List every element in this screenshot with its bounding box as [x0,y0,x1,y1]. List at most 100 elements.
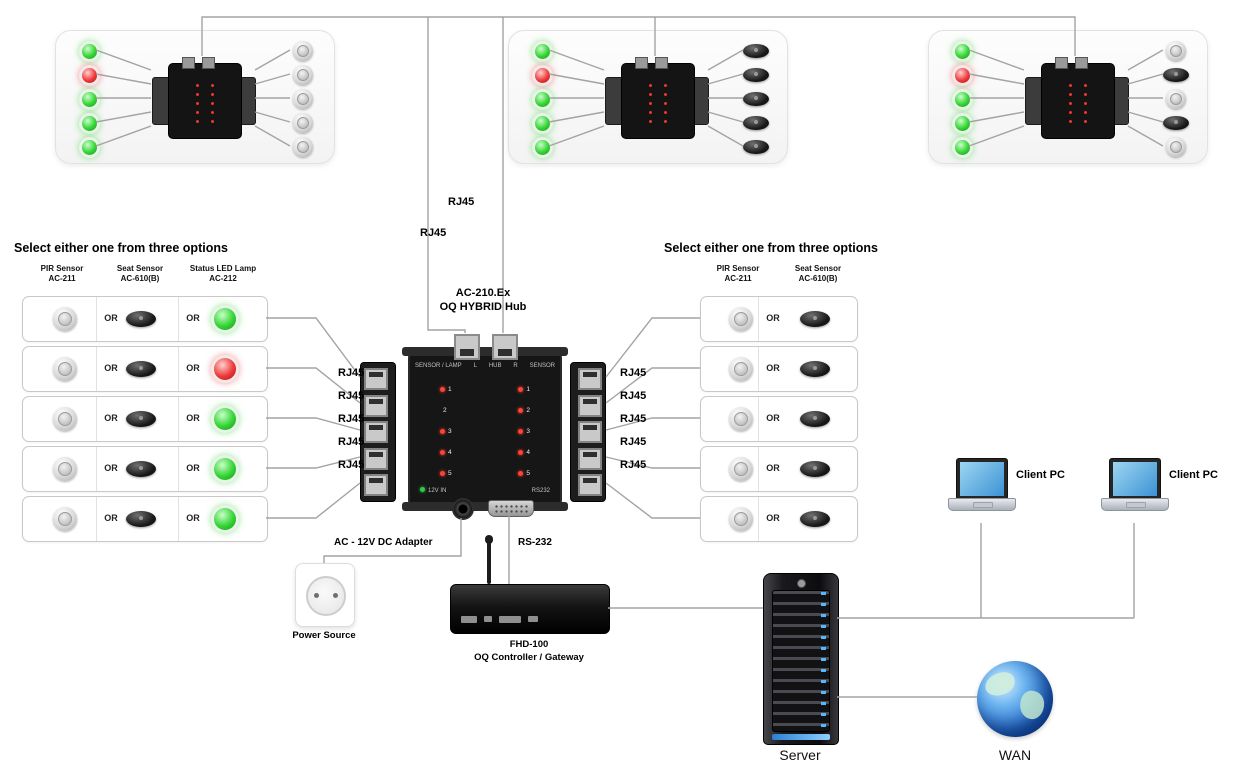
column-model: AC-610(B) [120,274,160,284]
rj45-port-icon [182,57,195,69]
occupancy-sensor-icon [743,44,769,58]
hub-silkscreen-labels: SENSOR / LAMP L HUB R SENSOR [415,363,555,369]
column-divider [96,347,97,391]
status-led-slot [209,403,241,435]
dc-power-jack-icon [452,498,474,520]
pir-sensor-icon [729,457,753,481]
laptop-screen-icon [956,458,1008,500]
channel-indicator: 3 [440,428,452,435]
status-led-lamp-icon [82,140,97,155]
sensor-slot [741,111,771,135]
status-led-slot [209,353,241,385]
seat-sensor-icon [800,511,830,527]
client-pc-label: Client PC [1169,469,1218,481]
seat-sensor-icon [800,411,830,427]
seat-sensor-icon [126,411,156,427]
rj45-label: RJ45 [338,413,365,425]
column-divider [178,347,179,391]
occupancy-sensor-icon [743,92,769,106]
column-name: PIR Sensor [716,264,760,273]
rj45-label: RJ45 [338,390,365,402]
or-label: OR [766,463,780,473]
hub-channel-row: 3 3 [440,426,530,436]
sensor-slot [741,63,771,87]
rj45-label: RJ45 [448,196,475,208]
antenna-icon [485,535,493,584]
rj45-port-icon [578,421,602,443]
or-label: OR [766,313,780,323]
silkscreen-sensor: SENSOR [529,363,555,369]
pir-sensor-icon [53,507,77,531]
seat-sensor-slot [799,353,831,385]
seat-sensor-icon [126,361,156,377]
seat-sensor-icon [800,361,830,377]
right-option-row-2: OR [700,346,858,392]
pir-sensor-icon [53,357,77,381]
lan-port-icon [528,616,538,622]
channel-number: 1 [448,385,452,393]
sensor-slot [288,111,318,135]
occupancy-sensor-icon [1166,89,1186,109]
seat-sensor-icon [126,461,156,477]
server-power-button-icon [797,579,806,588]
wan-globe-icon [977,661,1053,737]
channel-number: 2 [443,406,447,414]
seat-sensor-slot [799,503,831,535]
occupancy-sensor-icon [1166,41,1186,61]
gateway-device [450,584,610,634]
status-led-slot [209,503,241,535]
power-source-label: Power Source [292,630,356,641]
left-options-heading: Select either one from three options [14,241,228,255]
sensor-slot [288,135,318,159]
rj45-port-icon [202,57,215,69]
dc-adapter-label: AC - 12V DC Adapter [334,537,433,548]
hub-channel-row: 5 5 [440,468,530,478]
right-option-row-4: OR [700,446,858,492]
column-divider [758,497,759,541]
channel-led [518,407,524,413]
seat-sensor-slot [799,453,831,485]
rs232-connector-icon [488,500,534,517]
rj45-port-icon [578,394,602,417]
silkscreen-r: R [513,363,518,369]
column-header-seat-left: Seat Sensor AC-610(B) [100,264,180,285]
occupancy-sensor-icon [293,137,313,157]
seat-sensor-icon [800,461,830,477]
column-divider [178,447,179,491]
occupancy-sensor-icon [743,116,769,130]
pir-sensor-slot [725,353,757,385]
gateway-front-ports [461,613,599,625]
occupancy-sensor-icon [293,113,313,133]
laptop-keyboard-icon [948,498,1016,511]
pir-sensor-slot [725,403,757,435]
occupancy-sensor-icon [743,140,769,154]
hub-name: OQ HYBRID Hub [439,301,527,314]
channel-led [440,449,445,455]
column-header-led-left: Status LED Lamp AC-212 [180,264,266,285]
status-led-lamp-icon [955,44,970,59]
client-pc-label: Client PC [1016,469,1065,481]
sensor-slot [741,39,771,63]
rj45-port-icon [655,57,668,69]
channel-indicator: 3 [518,428,530,435]
status-led-slot [209,453,241,485]
channel-number: 1 [526,385,530,393]
rj45-label: RJ45 [620,436,647,448]
seat-sensor-slot [125,403,157,435]
occupancy-sensor-icon [293,65,313,85]
gateway-label: FHD-100 OQ Controller / Gateway [450,639,608,665]
column-header-pir-left: PIR Sensor AC-211 [22,264,102,285]
pir-sensor-icon [729,307,753,331]
occupancy-sensor-icon [1163,116,1189,130]
or-label: OR [186,463,200,473]
channel-number: 5 [448,469,452,477]
hub-bottom-labels: 12V IN RS232 [420,487,550,494]
channel-number: 4 [448,448,452,456]
rj45-port-icon [364,368,388,390]
column-model: AC-211 [48,274,76,284]
server-label: Server [779,747,821,763]
channel-number: 4 [526,448,530,456]
channel-led [440,428,445,434]
channel-number: 3 [448,427,452,435]
